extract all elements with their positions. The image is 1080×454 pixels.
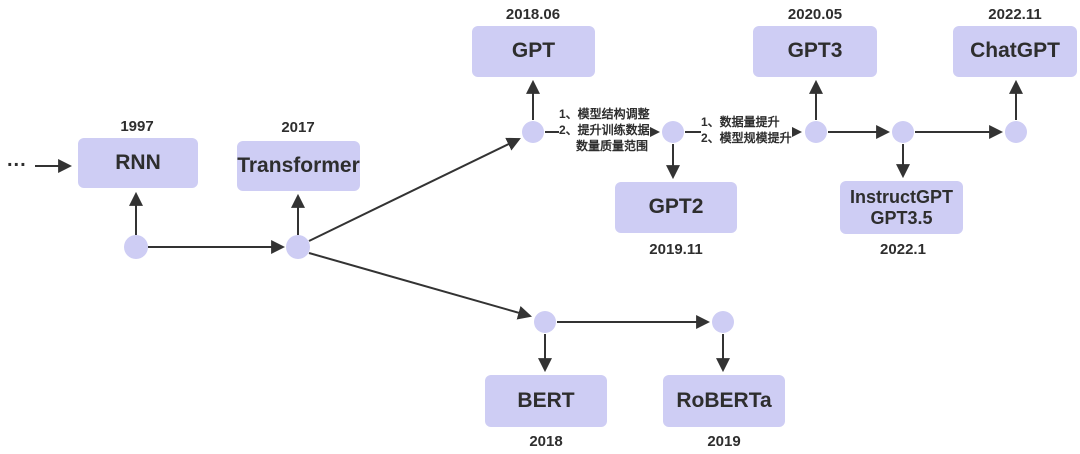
node-gpt: GPT (472, 26, 595, 77)
node-transformer: Transformer (237, 141, 360, 191)
annotation-line: 1、模型结构调整 (559, 107, 650, 121)
junction-transformer (286, 235, 310, 259)
edge-transformer-gpt-branch (308, 137, 521, 242)
node-bert: BERT (485, 375, 607, 427)
junction-chatgpt (1005, 121, 1027, 143)
node-roberta: RoBERTa (663, 375, 785, 427)
node-chatgpt: ChatGPT (953, 26, 1077, 77)
annotation-line: 2、提升训练数据 (559, 123, 650, 137)
node-chatgpt-label: ChatGPT (970, 39, 1060, 63)
node-gpt2-label: GPT2 (648, 195, 704, 219)
date-gpt2: 2019.11 (649, 241, 703, 258)
node-rnn-label: RNN (115, 150, 161, 174)
node-instructgpt: InstructGPT GPT3.5 (840, 181, 963, 234)
node-instructgpt-label: InstructGPT (849, 186, 953, 207)
node-gpt3: GPT3 (753, 26, 877, 77)
node-rnn: RNN (78, 138, 198, 188)
node-gpt3-label: GPT3 (787, 39, 843, 63)
annotation-line: 数量质量范围 (576, 139, 649, 153)
node-roberta-label: RoBERTa (676, 388, 772, 412)
date-chatgpt: 2022.11 (988, 6, 1042, 23)
node-gpt-label: GPT (511, 39, 556, 63)
node-transformer-label: Transformer (237, 153, 360, 177)
node-instructgpt-sublabel: GPT3.5 (870, 207, 933, 228)
junction-rnn (124, 235, 148, 259)
junction-gpt2 (662, 121, 684, 143)
junction-bert (534, 311, 556, 333)
date-rnn: 1997 (120, 118, 154, 135)
date-roberta: 2019 (707, 433, 741, 450)
junction-instructgpt (892, 121, 914, 143)
date-bert: 2018 (529, 433, 563, 450)
edge-transformer-bert-branch (308, 252, 533, 320)
node-bert-label: BERT (517, 388, 575, 412)
annotation-line: 1、数据量提升 (701, 115, 780, 129)
node-gpt2: GPT2 (615, 182, 737, 233)
date-gpt3: 2020.05 (787, 6, 843, 23)
annotation-line: 2、模型规模提升 (701, 131, 792, 145)
timeline-ellipsis: ... (7, 149, 27, 171)
date-instructgpt: 2022.1 (880, 241, 926, 258)
junction-gpt3 (805, 121, 827, 143)
annotation-gpt-to-gpt2: 1、模型结构调整 2、提升训练数据 数量质量范围 (559, 106, 650, 154)
junction-roberta (712, 311, 734, 333)
junction-gpt (522, 121, 544, 143)
date-transformer: 2017 (281, 119, 315, 136)
date-gpt: 2018.06 (505, 6, 561, 23)
annotation-gpt2-to-gpt3: 1、数据量提升 2、模型规模提升 (701, 114, 792, 146)
